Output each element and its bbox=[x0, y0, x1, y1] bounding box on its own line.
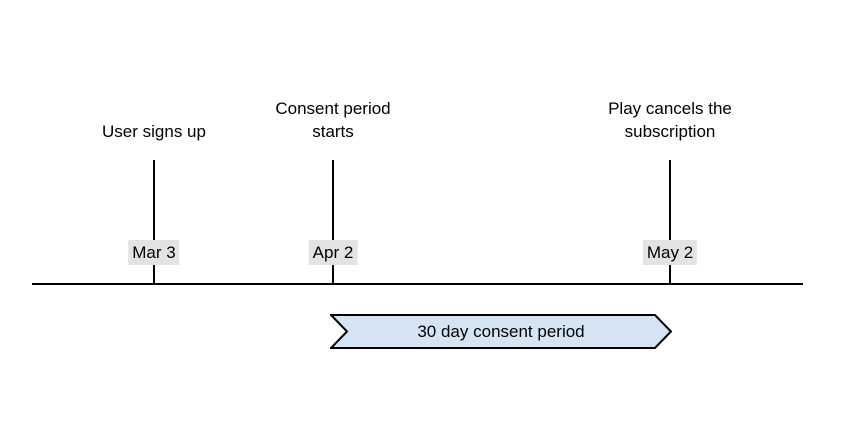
event-date-label: May 2 bbox=[642, 240, 698, 265]
event-tick-line bbox=[153, 160, 155, 284]
event-title: Consent period starts bbox=[275, 99, 391, 141]
event-date-label: Apr 2 bbox=[308, 240, 358, 265]
event-title: Play cancels the subscription bbox=[608, 99, 732, 141]
event-title: User signs up bbox=[102, 122, 206, 141]
event-tick-line bbox=[332, 160, 334, 284]
event-tick-line bbox=[669, 160, 671, 284]
timeline-axis bbox=[32, 283, 803, 285]
consent-period-banner: 30 day consent period bbox=[330, 314, 672, 349]
event-date-label: Mar 3 bbox=[128, 240, 180, 265]
banner-chevron-shape bbox=[330, 314, 672, 349]
